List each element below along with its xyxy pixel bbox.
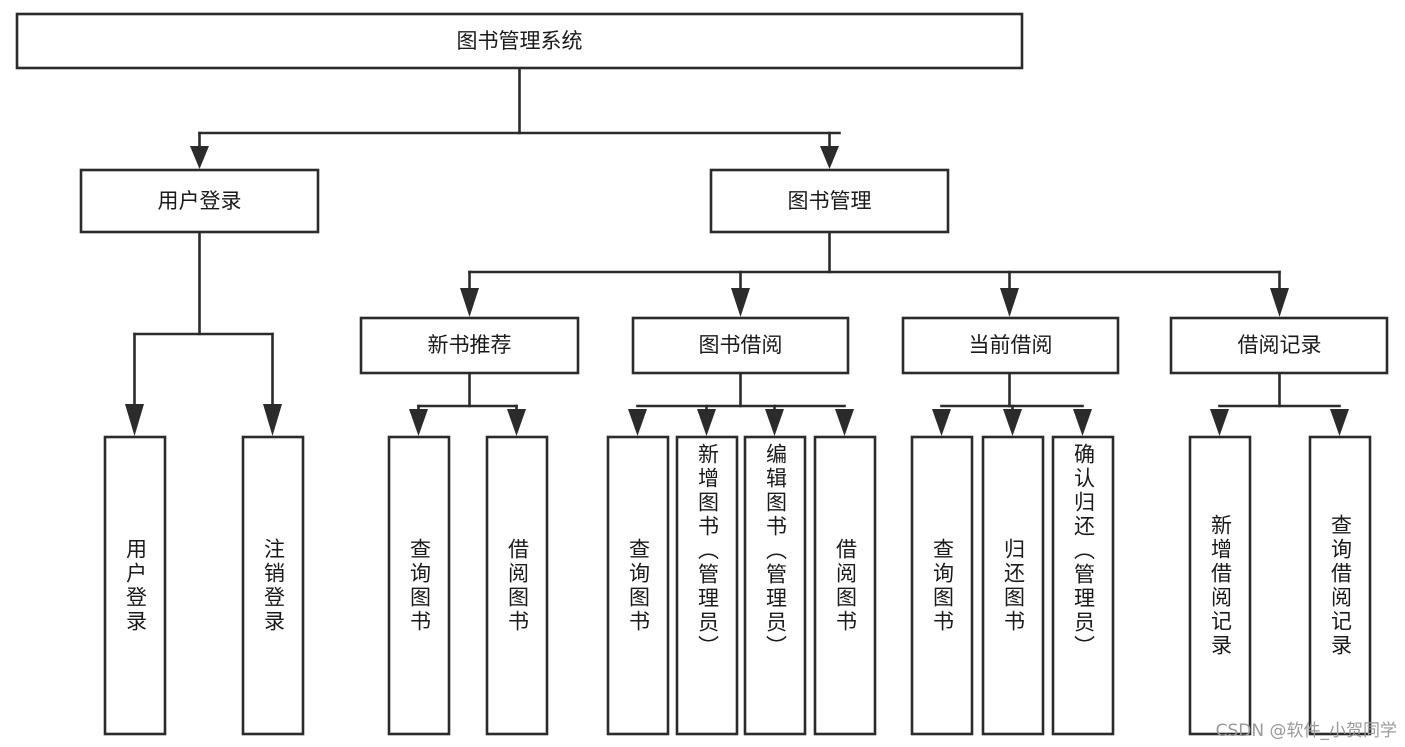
node-new-book-recommend[interactable]: 新书推荐 xyxy=(359,316,580,375)
csdn-watermark: CSDN @软件_小贺同学 xyxy=(1215,721,1397,741)
leaf-add-borrow-record-box[interactable] xyxy=(1188,435,1252,736)
arrow-to-leaf-query-borrow-record xyxy=(1330,409,1349,436)
node-user-login[interactable]: 用户登录 xyxy=(79,168,320,234)
node-book-management[interactable]: 图书管理 xyxy=(709,168,950,234)
leaf-user-login-box[interactable] xyxy=(103,435,167,736)
arrow-to-leaf-add-book xyxy=(697,409,716,436)
leaf-borrow-book-2-box[interactable] xyxy=(813,435,877,736)
leaf-query-book-3-box[interactable] xyxy=(910,435,974,736)
node-new-book-recommend-box[interactable] xyxy=(359,316,580,375)
node-layer: 图书管理系统 用户登录 图书管理 新书推荐 图书借阅 当前 xyxy=(15,12,1389,736)
arrow-to-new-book-recommend xyxy=(460,288,479,317)
leaf-query-book-1-box[interactable] xyxy=(387,435,451,736)
node-root[interactable]: 图书管理系统 xyxy=(15,12,1024,70)
arrow-to-leaf-query-book-1 xyxy=(409,409,428,436)
leaf-query-borrow-record-box[interactable] xyxy=(1308,435,1372,736)
node-current-borrow-label: 当前借阅 xyxy=(969,333,1053,357)
arrow-to-leaf-borrow-book-2 xyxy=(835,409,854,436)
node-root-box[interactable] xyxy=(15,12,1024,70)
arrow-to-borrow-records xyxy=(1270,288,1289,317)
arrow-to-leaf-query-book-3 xyxy=(932,409,951,436)
node-book-borrow-box[interactable] xyxy=(631,316,850,375)
leaf-edit-book-box[interactable] xyxy=(743,435,807,736)
arrow-to-leaf-confirm-return xyxy=(1073,409,1092,436)
node-user-login-box[interactable] xyxy=(79,168,320,234)
leaf-add-book-box[interactable] xyxy=(675,435,739,736)
node-borrow-records-label: 借阅记录 xyxy=(1238,333,1322,357)
node-book-management-label: 图书管理 xyxy=(788,189,872,213)
connector-layer xyxy=(125,66,1349,436)
node-root-label: 图书管理系统 xyxy=(457,29,583,53)
node-current-borrow[interactable]: 当前借阅 xyxy=(901,316,1120,375)
node-current-borrow-box[interactable] xyxy=(901,316,1120,375)
leaf-logout-box[interactable] xyxy=(241,435,305,736)
node-book-management-box[interactable] xyxy=(709,168,950,234)
node-book-borrow-label: 图书借阅 xyxy=(699,333,783,357)
arrow-to-leaf-user-login xyxy=(125,404,144,436)
arrow-to-leaf-add-borrow-record xyxy=(1210,409,1229,436)
node-book-borrow[interactable]: 图书借阅 xyxy=(631,316,850,375)
leaf-return-book-box[interactable] xyxy=(981,435,1045,736)
arrow-to-leaf-edit-book xyxy=(765,409,784,436)
arrow-to-user-login xyxy=(190,146,209,169)
leaf-borrow-book-1-box[interactable] xyxy=(485,435,549,736)
node-borrow-records-box[interactable] xyxy=(1169,316,1389,375)
arrow-to-current-borrow xyxy=(1000,288,1019,317)
arrow-to-book-borrow xyxy=(731,288,750,317)
node-borrow-records[interactable]: 借阅记录 xyxy=(1169,316,1389,375)
node-new-book-recommend-label: 新书推荐 xyxy=(428,333,512,357)
arrow-to-leaf-query-book-2 xyxy=(628,409,647,436)
node-user-login-label: 用户登录 xyxy=(158,189,242,213)
arrow-to-leaf-return-book xyxy=(1003,409,1022,436)
arrow-to-leaf-borrow-book-1 xyxy=(507,409,526,436)
arrow-to-leaf-logout xyxy=(263,404,282,436)
leaf-confirm-return-box[interactable] xyxy=(1051,435,1115,736)
leaf-query-book-2-box[interactable] xyxy=(606,435,670,736)
arrow-to-book-management xyxy=(820,146,839,169)
